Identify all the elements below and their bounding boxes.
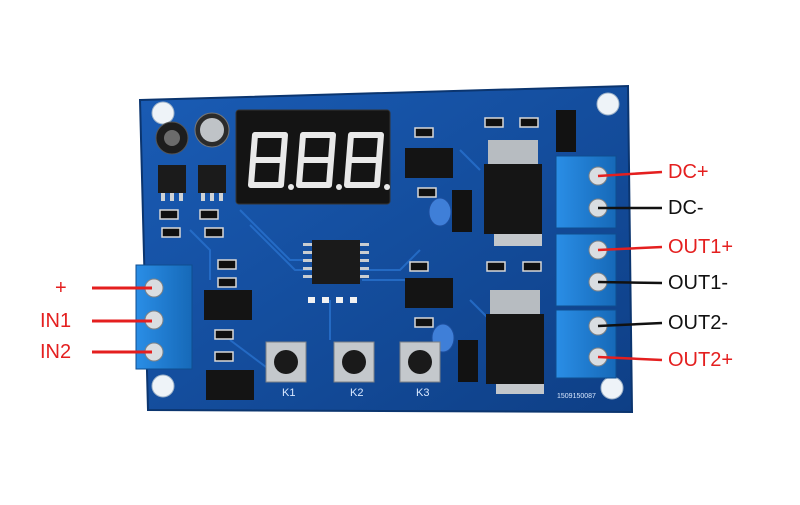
button-label-k3: K3 bbox=[416, 387, 430, 399]
output-leader-lines bbox=[597, 170, 663, 362]
board-serial: 1509150087 bbox=[557, 393, 596, 400]
optocouplers bbox=[204, 148, 453, 400]
label-out2-minus: OUT2- bbox=[668, 312, 728, 334]
label-in1: IN1 bbox=[40, 310, 72, 332]
label-in2: IN2 bbox=[40, 341, 72, 363]
smd-components bbox=[159, 117, 542, 362]
output-terminal-blocks bbox=[555, 155, 617, 379]
input-leader-lines bbox=[92, 286, 152, 354]
label-plus: + bbox=[55, 277, 67, 299]
electrolytic-capacitors bbox=[155, 112, 230, 155]
diodes bbox=[452, 110, 576, 382]
label-out2-plus: OUT2+ bbox=[668, 349, 734, 371]
button-label-k2: K2 bbox=[350, 387, 364, 399]
tactile-buttons bbox=[265, 341, 441, 383]
seven-segment-display bbox=[235, 109, 391, 205]
label-out1-plus: OUT1+ bbox=[668, 236, 734, 258]
indicator-leds bbox=[308, 297, 357, 303]
microcontroller-chip bbox=[303, 240, 369, 284]
label-dc-plus: DC+ bbox=[668, 161, 709, 183]
button-label-k1: K1 bbox=[282, 387, 296, 399]
label-dc-minus: DC- bbox=[668, 197, 704, 219]
regulator-chips bbox=[158, 165, 226, 201]
label-out1-minus: OUT1- bbox=[668, 272, 728, 294]
mosfet-transistors bbox=[484, 140, 544, 394]
